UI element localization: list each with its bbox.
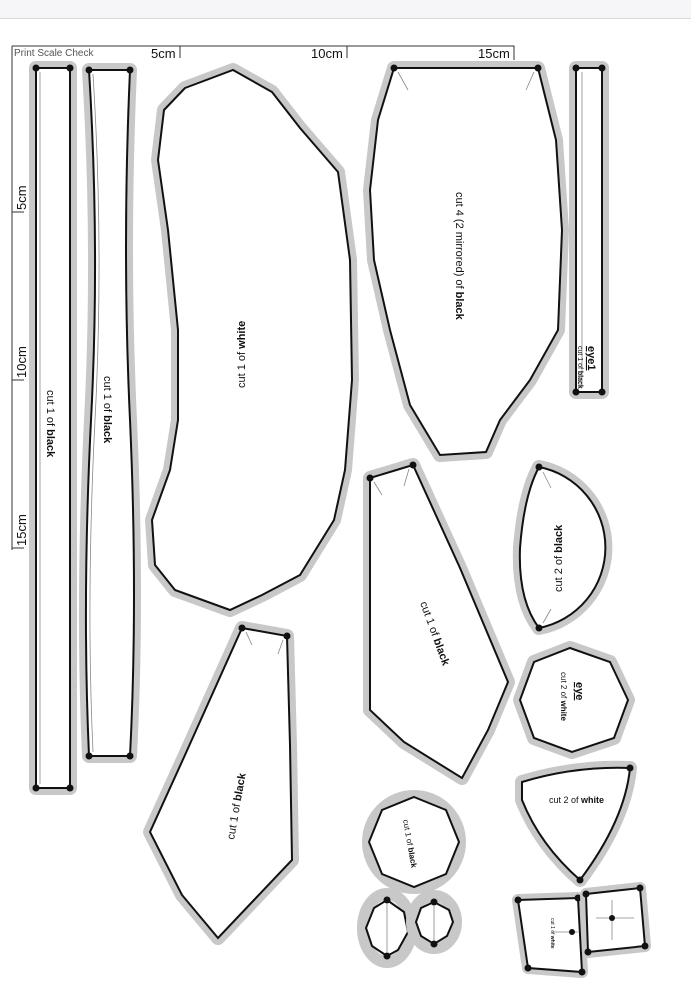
piece-label-material: black: [101, 415, 113, 444]
pattern-piece-teardrop: cut 2 of white: [515, 760, 637, 887]
scale-mark-v-10: 10cm: [14, 346, 29, 378]
piece-label-material: black: [232, 771, 249, 802]
piece-label-prefix: cut 1 of: [236, 349, 248, 388]
piece-label-material: white: [559, 699, 568, 721]
pattern-piece-kidney: cut 1 of white: [145, 63, 359, 617]
piece-label-material: black: [406, 847, 419, 869]
pattern-piece-shard-bottom: cut 1 of black: [143, 621, 299, 945]
svg-text:cut 1 of white: cut 1 of white: [236, 321, 248, 388]
pattern-piece-small-square: [580, 882, 651, 958]
pattern-piece-small-oval-right: [406, 890, 462, 954]
svg-text:cut 4 (2 mirrored) of black: cut 4 (2 mirrored) of black: [453, 192, 465, 321]
pattern-piece-half-disc: cut 2 of black: [512, 460, 613, 635]
svg-text:cut 2 of white: cut 2 of white: [549, 795, 604, 805]
pattern-piece-eye-circle: eye cut 2 of white: [513, 641, 635, 759]
scale-check-title: Print Scale Check: [14, 48, 94, 59]
piece-label-prefix: cut 2 of: [559, 672, 568, 700]
svg-text:cut 1 of black: cut 1 of black: [101, 376, 113, 444]
piece-label-material: white: [549, 935, 555, 949]
piece-label-prefix: cut 1 of: [576, 346, 583, 371]
svg-text:cut 1 of white: cut 1 of white: [549, 918, 555, 949]
pattern-piece-small-circle: cut 1 of black: [362, 790, 466, 894]
piece-label-prefix: cut 2 of: [553, 553, 565, 592]
pattern-piece-shard-middle: cut 1 of black: [363, 458, 515, 785]
scale-mark-h-15: 15cm: [478, 46, 510, 61]
piece-label-material: black: [553, 524, 565, 553]
piece-label-material: white: [236, 321, 248, 350]
pattern-piece-wavy-strip: cut 1 of black: [78, 63, 141, 763]
piece-name: eye: [573, 682, 585, 700]
piece-label-prefix: cut 1 of: [44, 390, 56, 429]
piece-label-material: black: [576, 371, 583, 389]
scale-mark-v-15: 15cm: [14, 514, 29, 546]
browser-top-bar: [0, 0, 691, 19]
piece-label-prefix: cut 4 (2 mirrored) of: [453, 192, 465, 292]
scale-mark-h-10: 10cm: [311, 46, 343, 61]
pattern-piece-wing: cut 4 (2 mirrored) of black: [363, 61, 569, 462]
svg-text:cut 2 of black: cut 2 of black: [553, 524, 565, 592]
pattern-piece-tall-strip: cut 1 of black: [29, 61, 77, 795]
piece-label-material: black: [44, 429, 56, 458]
pattern-piece-narrow-strip: eye1 cut 1 of black: [569, 61, 609, 399]
piece-label-material: black: [453, 292, 465, 321]
svg-text:cut 1 of black: cut 1 of black: [576, 346, 583, 389]
pattern-piece-small-oval-left: [357, 888, 417, 968]
piece-label-prefix: cut 1 of: [549, 918, 555, 936]
piece-label-material: white: [580, 795, 604, 805]
piece-name: eye1: [585, 346, 597, 370]
piece-label-prefix: cut 1 of: [101, 376, 113, 415]
svg-text:cut 1 of black: cut 1 of black: [44, 390, 56, 458]
svg-text:cut 2 of white: cut 2 of white: [559, 672, 568, 721]
scale-mark-v-5: 5cm: [14, 185, 29, 210]
piece-label-prefix: cut 2 of: [549, 795, 581, 805]
pattern-piece-small-quad: cut 1 of white: [512, 892, 588, 978]
scale-mark-h-5: 5cm: [151, 46, 176, 61]
print-scale-check: Print Scale Check 5cm 10cm 15cm 5cm 10cm…: [11, 45, 515, 550]
